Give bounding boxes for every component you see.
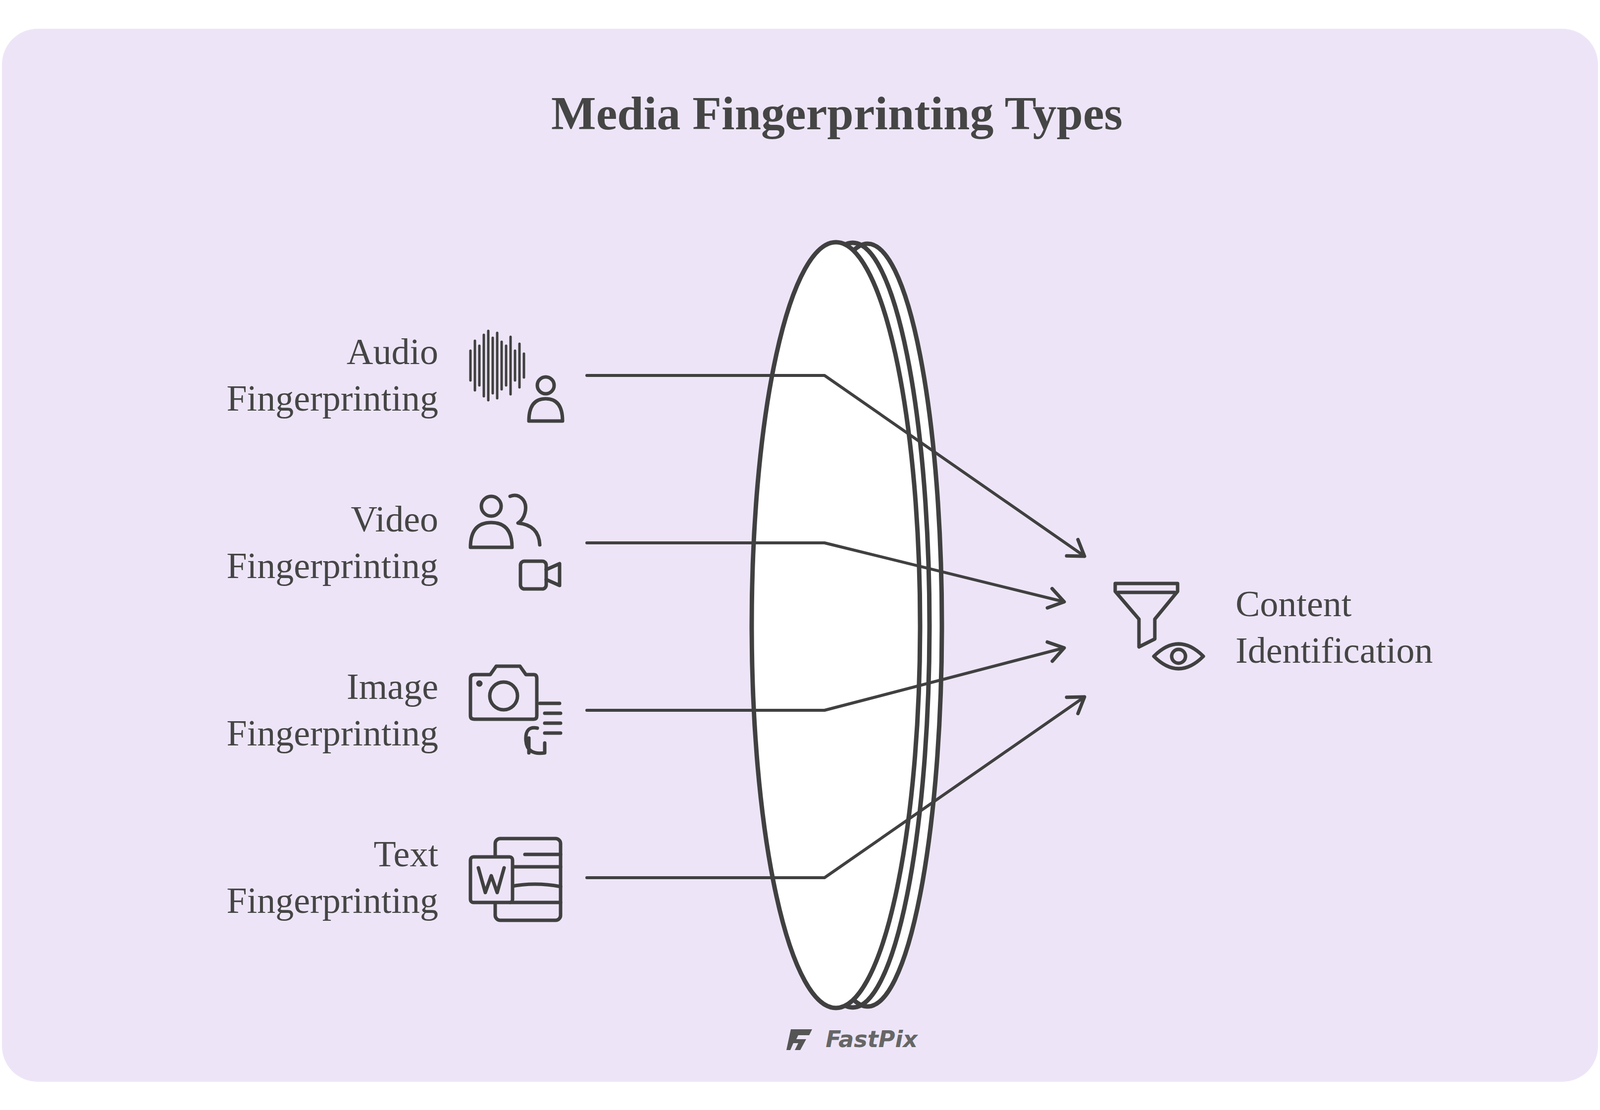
image-icon	[470, 666, 561, 754]
media-type-node: Video Fingerprinting	[226, 496, 587, 590]
connector-arrow	[586, 647, 1065, 711]
wave-bar	[478, 345, 481, 386]
wave-bar	[482, 334, 486, 397]
node-label: Content Identification	[1235, 580, 1434, 674]
wave-bar	[509, 336, 513, 395]
text-icon	[470, 838, 561, 921]
audio-icon	[470, 330, 563, 421]
wave-bar	[496, 332, 499, 399]
media-type-node: Text Fingerprinting	[226, 830, 587, 925]
connector-arrow	[586, 542, 1065, 602]
media-type-node: Image Fingerprinting	[226, 663, 587, 757]
wave-bar	[487, 330, 490, 401]
node-label: Audio Fingerprinting	[226, 328, 439, 422]
connector-arrow	[586, 375, 1085, 557]
wave-bar	[500, 341, 504, 390]
watermark: FastPix	[825, 1025, 918, 1053]
lens-front	[751, 242, 921, 1008]
wave-bar	[522, 353, 526, 378]
background-panel	[1, 28, 1599, 1082]
wave-bar	[473, 340, 477, 391]
wave-bar	[514, 350, 517, 381]
content-identification-icon	[1115, 583, 1204, 669]
node-label: Text Fingerprinting	[226, 830, 439, 925]
wave-bar	[505, 345, 508, 386]
wave-bar	[491, 337, 495, 394]
fastpix-logo	[786, 1029, 813, 1050]
wave-bar	[518, 343, 521, 388]
connector-arrow	[586, 696, 1085, 878]
node-label: Video Fingerprinting	[226, 496, 439, 590]
diagram-title: Media Fingerprinting Types	[551, 85, 1123, 141]
node-label: Image Fingerprinting	[226, 663, 439, 757]
video-icon	[470, 495, 560, 589]
lens	[751, 242, 942, 1008]
result-node: Content Identification	[1089, 580, 1434, 674]
media-type-node: Audio Fingerprinting	[226, 328, 587, 422]
wave-bar	[469, 350, 472, 381]
